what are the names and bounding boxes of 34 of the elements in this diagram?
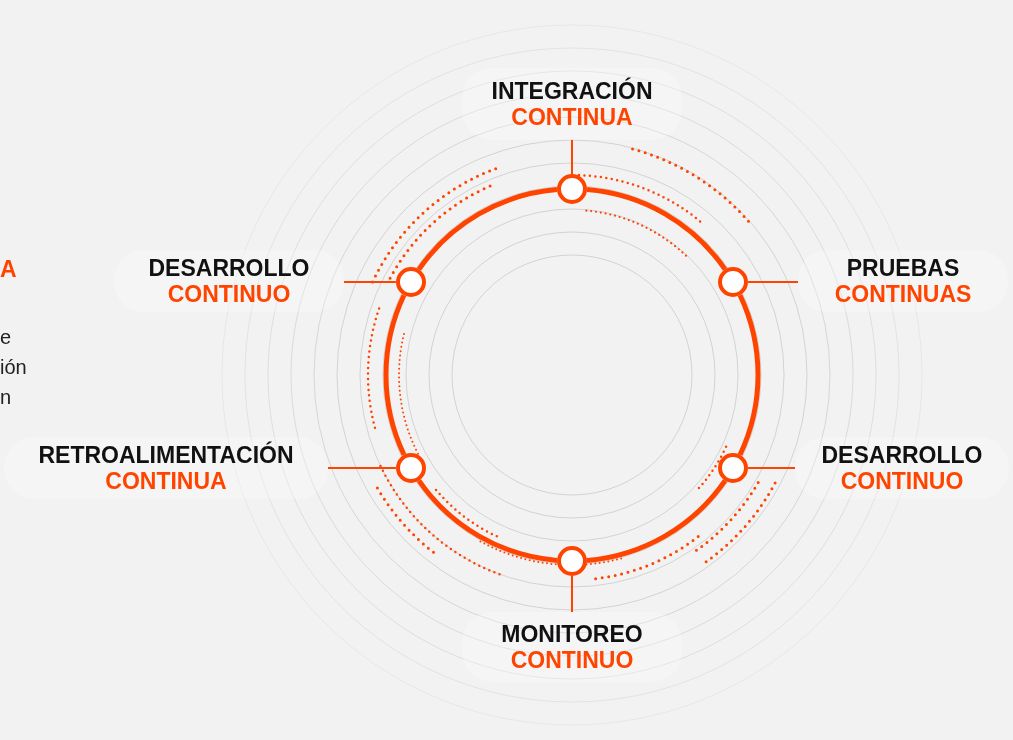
node-circle [557, 546, 587, 576]
stage-title: DESARROLLO [821, 442, 983, 468]
node-circle [557, 174, 587, 204]
heading-fragment: A [0, 256, 17, 283]
ring-arc [416, 479, 558, 563]
stage-title: DESARROLLO [148, 255, 310, 281]
stage-title: MONITOREO [501, 621, 643, 647]
text-fragment: e [0, 326, 12, 349]
stage-title: INTEGRACIÓN [491, 78, 653, 104]
stage-subtitle: CONTINUAS [834, 281, 972, 307]
node-circle [395, 267, 426, 297]
node-circle [395, 453, 426, 483]
stage-title: PRUEBAS [846, 255, 960, 281]
ring-arc [416, 187, 558, 271]
leader-line [343, 281, 397, 283]
ring-arc [586, 479, 728, 563]
leader-line [571, 139, 573, 175]
text-fragment: ión [0, 356, 27, 379]
stage-subtitle: CONTINUO [840, 468, 964, 494]
stage-subtitle: CONTINUA [105, 468, 227, 494]
leader-line [747, 281, 799, 283]
node-circle [718, 453, 749, 483]
node-circle [718, 267, 749, 297]
stage-subtitle: CONTINUO [510, 647, 634, 673]
stage-subtitle: CONTINUA [511, 104, 633, 130]
stage-title: RETROALIMENTACIÓN [38, 442, 294, 468]
ring-arc [586, 187, 728, 271]
text-fragment: n [0, 386, 12, 409]
leader-line [327, 467, 397, 469]
ring-arc [383, 294, 407, 456]
leader-line [747, 467, 796, 469]
ring-arc [737, 294, 761, 456]
leader-line [571, 575, 573, 613]
stage-subtitle: CONTINUO [167, 281, 291, 307]
